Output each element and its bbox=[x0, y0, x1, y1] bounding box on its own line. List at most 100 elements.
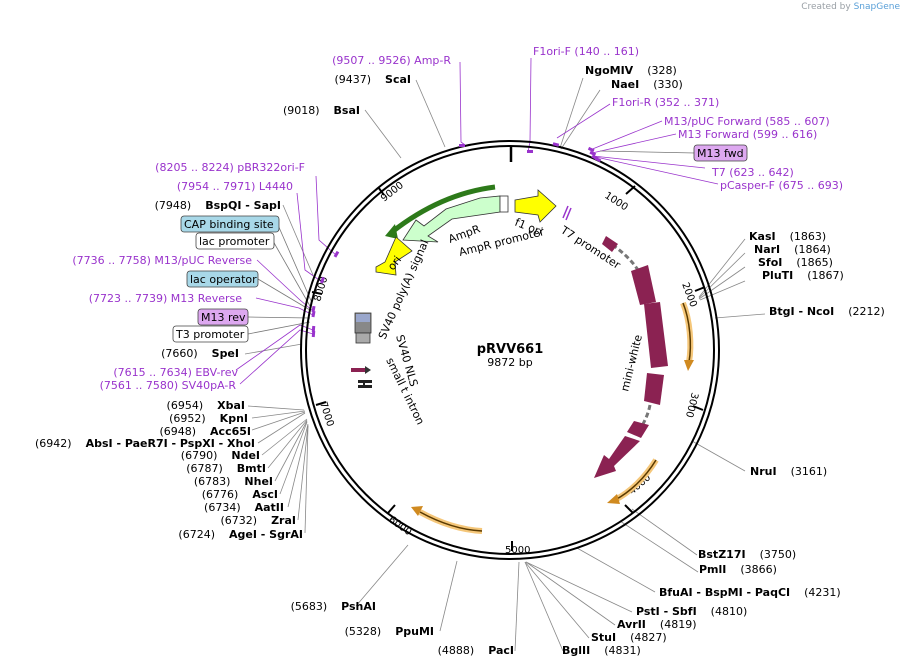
enzyme-kpni[interactable]: (6952)KpnI bbox=[169, 412, 248, 425]
tick-label-1000: 1000 bbox=[602, 190, 629, 213]
enzyme-nhei[interactable]: (6783)NheI bbox=[194, 475, 273, 488]
mini-white-exon-2 bbox=[631, 265, 656, 305]
backbone-inner bbox=[305, 145, 715, 555]
primer-t7[interactable]: T7 (623 .. 642) bbox=[711, 166, 794, 179]
enzyme-acc65i[interactable]: (6948)Acc65I bbox=[159, 425, 251, 438]
enzyme-stui[interactable]: StuI(4827) bbox=[591, 631, 667, 644]
primer-m13-forward[interactable]: M13 Forward (599 .. 616) bbox=[678, 128, 817, 141]
orange-arrow-2 bbox=[614, 459, 657, 501]
ampr-promoter-box bbox=[499, 195, 509, 213]
enzyme-sfoi[interactable]: SfoI(1865) bbox=[758, 256, 833, 269]
box-cap-label: CAP binding site bbox=[184, 218, 274, 231]
tick-marks bbox=[311, 185, 706, 551]
enzyme-ppumi[interactable]: (5328)PpuMI bbox=[345, 625, 434, 638]
enzyme-kasi[interactable]: KasI(1863) bbox=[749, 230, 826, 243]
enzyme-agei-sgrai[interactable]: (6724)AgeI - SgrAI bbox=[178, 528, 303, 541]
tick-label-3000: 3000 bbox=[683, 391, 700, 418]
credit-prefix: Created by bbox=[801, 2, 851, 12]
snapgene-credit: Created by SnapGene bbox=[801, 2, 900, 12]
sv40-polya-box-top bbox=[356, 314, 370, 322]
enzyme-ngomiv[interactable]: NgoMIV(328) bbox=[585, 64, 677, 77]
enzyme-xbai[interactable]: (6954)XbaI bbox=[167, 399, 245, 412]
enzyme-bspqi-sapi[interactable]: (7948)BspQI - SapI bbox=[155, 199, 281, 212]
box-m13-rev-label: M13 rev bbox=[201, 311, 246, 324]
enzyme-bfuai-bspmi-paqci[interactable]: BfuAI - BspMI - PaqCI(4231) bbox=[659, 586, 841, 599]
box-lac-operator[interactable] bbox=[186, 270, 259, 288]
primer-marks bbox=[311, 142, 602, 338]
mini-white-exon-3 bbox=[644, 302, 668, 368]
ori-arrow bbox=[375, 236, 413, 276]
mini-white-exon-4 bbox=[644, 373, 664, 405]
t7-primer-mark-2 bbox=[562, 205, 569, 219]
sv40-polya-box-bottom bbox=[355, 332, 371, 344]
enzyme-asci[interactable]: (6776)AscI bbox=[202, 488, 278, 501]
sv40-nls-mark bbox=[351, 368, 365, 372]
orange-arrow-1-head bbox=[684, 360, 694, 371]
enzyme-bstz17i[interactable]: BstZ17I(3750) bbox=[698, 548, 796, 561]
primer-ebv-rev[interactable]: (7615 .. 7634) EBV-rev bbox=[113, 366, 238, 379]
enzyme-ndei[interactable]: (6790)NdeI bbox=[181, 449, 260, 462]
orange-arrow-3-glow bbox=[418, 509, 483, 534]
enzyme-naei[interactable]: NaeI(330) bbox=[611, 78, 683, 91]
enzyme-spei[interactable]: (7660)SpeI bbox=[161, 347, 239, 360]
plasmid-name: pRVV661 bbox=[477, 342, 544, 357]
enzyme-pshai[interactable]: (5683)PshAI bbox=[291, 600, 376, 613]
enzyme-pluti[interactable]: PluTI(1867) bbox=[762, 269, 844, 282]
box-cap-binding-site[interactable] bbox=[180, 215, 280, 233]
box-lac-promoter[interactable] bbox=[195, 232, 275, 250]
ampr-arrow bbox=[402, 195, 501, 243]
mini-white-exon-6 bbox=[594, 436, 640, 478]
ampr-dark-arrow-head bbox=[385, 224, 398, 239]
enzyme-psti-sbfi[interactable]: PstI - SbfI(4810) bbox=[636, 605, 747, 618]
tick-label-5000: 5000 bbox=[505, 545, 530, 556]
label-mini-white: mini-white bbox=[618, 333, 645, 393]
box-t3-promoter[interactable] bbox=[172, 325, 249, 343]
credit-brand: SnapGene bbox=[853, 2, 900, 12]
box-leader-lines bbox=[247, 150, 696, 335]
primer-f1ori-r[interactable]: F1ori-R (352 .. 371) bbox=[612, 96, 719, 109]
primer-l4440[interactable]: (7954 .. 7971) L4440 bbox=[177, 180, 293, 193]
primer-pbr322ori-f[interactable]: (8205 .. 8224) pBR322ori-F bbox=[155, 161, 305, 174]
primer-f1ori-f[interactable]: F1ori-F (140 .. 161) bbox=[533, 45, 639, 58]
enzyme-pmli[interactable]: PmlI(3866) bbox=[699, 563, 777, 576]
enzyme-zrai[interactable]: (6732)ZraI bbox=[221, 514, 297, 527]
backbone-outer bbox=[300, 140, 720, 560]
plasmid-size: 9872 bp bbox=[487, 356, 532, 369]
orange-arrow-1 bbox=[682, 302, 692, 363]
t7-primer-mark-1 bbox=[565, 207, 572, 221]
box-lac-operator-label: lac operator bbox=[190, 273, 257, 286]
ampr-dark-arrow-body bbox=[390, 184, 496, 234]
tick-label-6000: 6000 bbox=[386, 514, 413, 538]
enzyme-btgi-ncoi[interactable]: BtgI - NcoI(2212) bbox=[769, 305, 885, 318]
mini-white-exon-5 bbox=[627, 421, 649, 438]
primer-m13-puc-forward[interactable]: M13/pUC Forward (585 .. 607) bbox=[664, 115, 830, 128]
sv40-nls-head bbox=[365, 366, 371, 374]
enzyme-paci[interactable]: (4888)PacI bbox=[438, 644, 514, 657]
leader-lines bbox=[244, 77, 766, 652]
mini-white-exon-1 bbox=[602, 236, 618, 252]
mini-white-dashed-2 bbox=[639, 404, 652, 429]
orange-arrow-2-head bbox=[607, 494, 620, 504]
primer-pcasper-f[interactable]: pCasper-F (675 .. 693) bbox=[720, 179, 843, 192]
enzyme-bsai[interactable]: (9018)BsaI bbox=[283, 104, 360, 117]
f1-ori-arrow bbox=[514, 189, 557, 223]
box-lac-promoter-label: lac promoter bbox=[199, 235, 270, 248]
box-m13-rev[interactable] bbox=[197, 308, 249, 326]
enzyme-nrui[interactable]: NruI(3161) bbox=[750, 465, 827, 478]
enzyme-bmti[interactable]: (6787)BmtI bbox=[186, 462, 266, 475]
enzyme-avrii[interactable]: AvrII(4819) bbox=[617, 618, 696, 631]
enzyme-absi-paer7i-pspxi-xhoi[interactable]: (6942)AbsI - PaeR7I - PspXI - XhoI bbox=[35, 437, 255, 450]
box-m13-fwd-label: M13 fwd bbox=[697, 147, 744, 160]
enzyme-nari[interactable]: NarI(1864) bbox=[754, 243, 831, 256]
primer-sv40pa-r[interactable]: (7561 .. 7580) SV40pA-R bbox=[100, 379, 237, 392]
primer-m13-puc-reverse[interactable]: (7736 .. 7758) M13/pUC Reverse bbox=[72, 254, 252, 267]
primer-m13-reverse[interactable]: (7723 .. 7739) M13 Reverse bbox=[89, 292, 242, 305]
box-m13-fwd[interactable] bbox=[693, 144, 748, 162]
enzyme-bglii[interactable]: BglII(4831) bbox=[562, 644, 641, 657]
orange-arrow-3 bbox=[419, 511, 483, 532]
primer-amp-r[interactable]: (9507 .. 9526) Amp-R bbox=[332, 54, 451, 67]
box-t3-label: T3 promoter bbox=[175, 328, 245, 341]
enzyme-aatii[interactable]: (6734)AatII bbox=[204, 501, 284, 514]
enzyme-scai[interactable]: (9437)ScaI bbox=[334, 73, 411, 86]
